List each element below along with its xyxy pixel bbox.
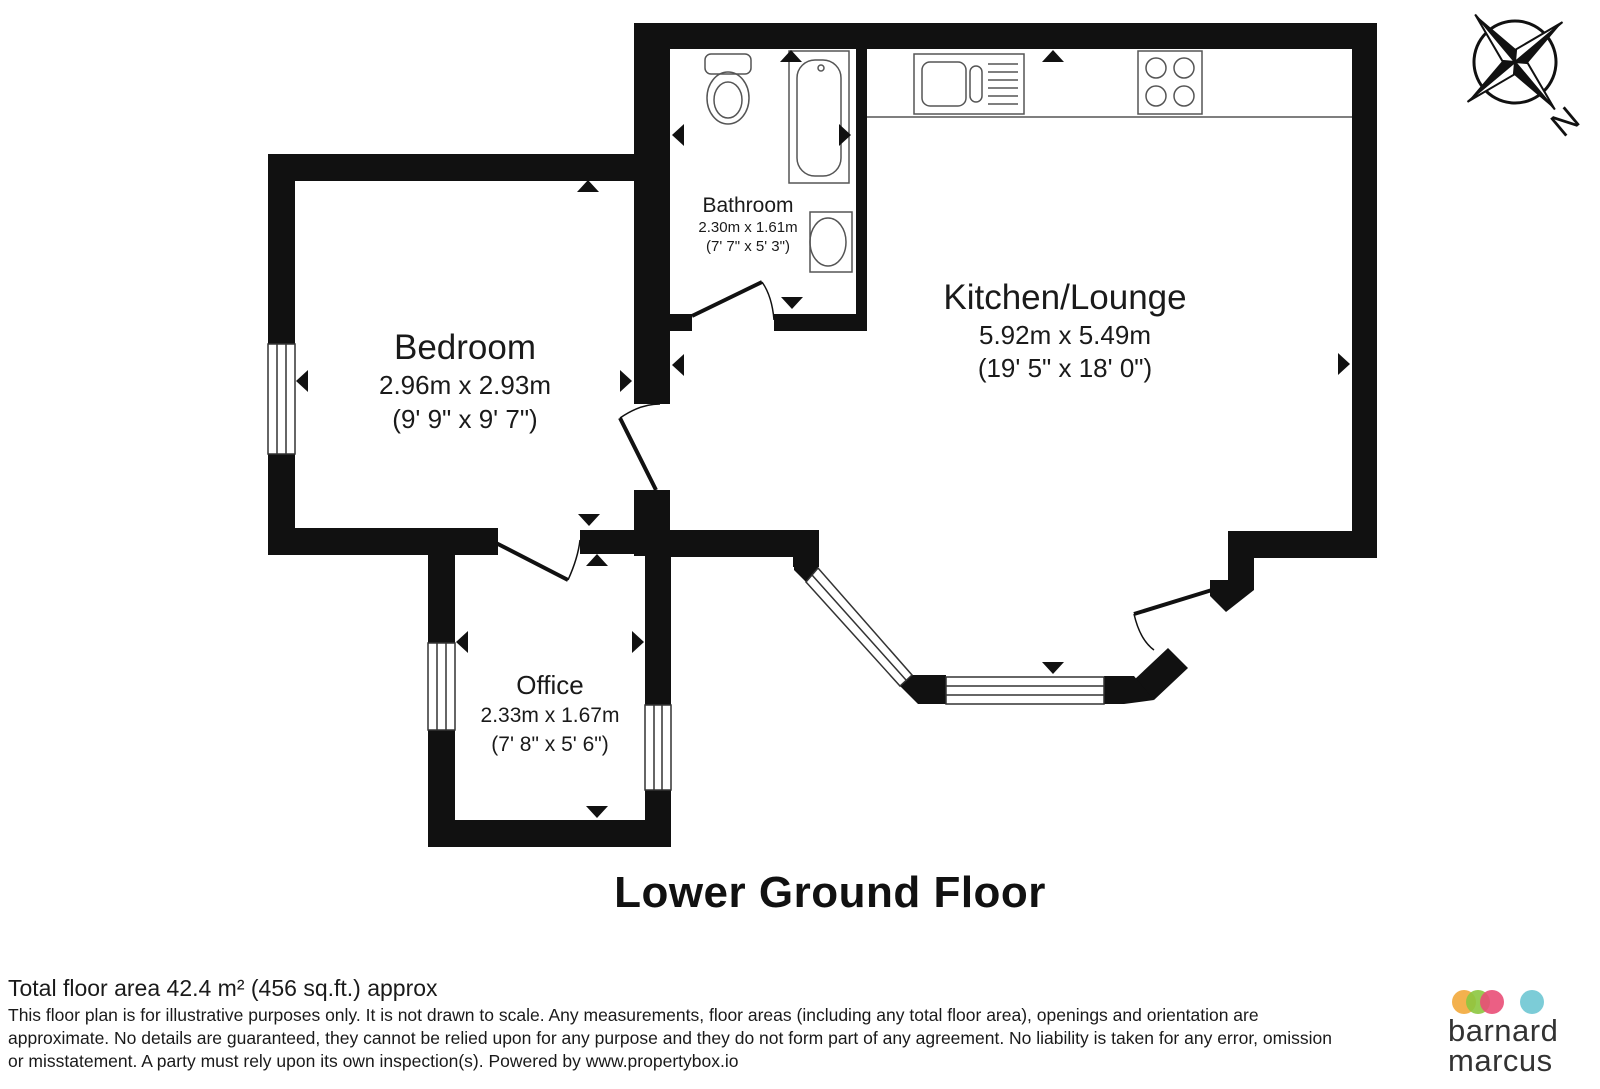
barnard-marcus-logo: barnard marcus: [1448, 990, 1588, 1085]
kitchen-sink-icon: [913, 53, 1025, 115]
logo-dot-4: [1520, 990, 1544, 1014]
wall-kitchen-bottom-left: [656, 530, 819, 557]
wall-bedroom-kitchen-divider: [634, 320, 670, 404]
wall-bay-bottom-right-corner: [1104, 676, 1154, 704]
bathroom-imperial: (7' 7" x 5' 3"): [706, 238, 790, 255]
floor-title: Lower Ground Floor: [614, 868, 1046, 917]
room-label-bathroom: Bathroom 2.30m x 1.61m (7' 7" x 5' 3"): [698, 194, 797, 255]
kitchen-imperial: (19' 5" x 18' 0"): [978, 353, 1152, 383]
logo-text-line1: barnard: [1448, 1013, 1559, 1048]
door-office: [495, 539, 581, 582]
disclaimer-text: This floor plan is for illustrative purp…: [8, 1005, 1332, 1071]
wall-bedroom-left-upper: [268, 154, 295, 344]
wall-top: [634, 23, 1377, 49]
wall-bay-right-upper: [1210, 580, 1254, 612]
window-office-right: [644, 704, 672, 791]
bedroom-metric: 2.96m x 2.93m: [379, 370, 551, 400]
footer: Total floor area 42.4 m² (456 sq.ft.) ap…: [8, 974, 1338, 1073]
bathtub-icon: [788, 50, 850, 184]
compass-rose-icon: N: [1466, 13, 1586, 144]
wall-office-bottom: [428, 820, 671, 847]
door-bay-right: [1133, 588, 1213, 651]
toilet-icon: [704, 53, 752, 125]
wall-kitchen-bay-left-stub: [793, 530, 819, 567]
room-label-bedroom: Bedroom 2.96m x 2.93m (9' 9" x 9' 7"): [379, 328, 551, 434]
office-imperial: (7' 8" x 5' 6"): [491, 733, 608, 756]
bedroom-imperial: (9' 9" x 9' 7"): [392, 404, 537, 434]
door-bedroom-kitchen: [618, 403, 661, 491]
wall-bath-bottom-left: [670, 314, 692, 331]
wall-kitchen-right: [1352, 23, 1377, 558]
logo-dots: [1448, 990, 1588, 1016]
kitchen-hob-icon: [1137, 50, 1203, 115]
wall-bath-bottom-right: [774, 314, 867, 331]
bedroom-name: Bedroom: [394, 328, 536, 367]
window-office-left: [427, 642, 456, 731]
wall-bedroom-top: [268, 154, 638, 181]
room-label-office: Office 2.33m x 1.67m (7' 8" x 5' 6"): [481, 670, 620, 756]
bathroom-metric: 2.30m x 1.61m: [698, 219, 797, 236]
basin-icon: [809, 211, 853, 273]
doors: [495, 280, 775, 582]
wall-bay-right-diagonal: [1134, 648, 1188, 700]
kitchen-metric: 5.92m x 5.49m: [979, 320, 1151, 350]
wall-kitchen-bay-right-stub: [1228, 531, 1254, 581]
logo-text-line2: marcus: [1448, 1043, 1553, 1078]
wall-bath-left: [634, 23, 670, 323]
office-name: Office: [516, 670, 583, 700]
logo-dot-3: [1480, 990, 1504, 1014]
compass-north-label: N: [1543, 99, 1586, 144]
wall-office-top-right: [580, 530, 670, 554]
windows: [267, 343, 1105, 791]
wall-office-right-upper: [645, 555, 671, 705]
window-bay-bottom: [945, 676, 1105, 705]
window-bedroom-left: [267, 343, 296, 455]
walls: [268, 23, 1377, 847]
window-bay-left: [805, 566, 914, 688]
wall-office-top-left: [428, 528, 498, 555]
kitchen-name: Kitchen/Lounge: [943, 278, 1186, 317]
wall-office-right-lower: [645, 790, 671, 847]
total-floor-area: Total floor area 42.4 m² (456 sq.ft.) ap…: [8, 975, 438, 1001]
fixtures: [704, 50, 1352, 273]
wall-bay-bottom-left-corner: [900, 675, 946, 704]
bathroom-name: Bathroom: [702, 194, 793, 217]
office-metric: 2.33m x 1.67m: [481, 704, 620, 727]
room-label-kitchen: Kitchen/Lounge 5.92m x 5.49m (19' 5" x 1…: [943, 278, 1186, 383]
door-bathroom: [691, 280, 775, 321]
wall-bath-right: [856, 23, 867, 331]
